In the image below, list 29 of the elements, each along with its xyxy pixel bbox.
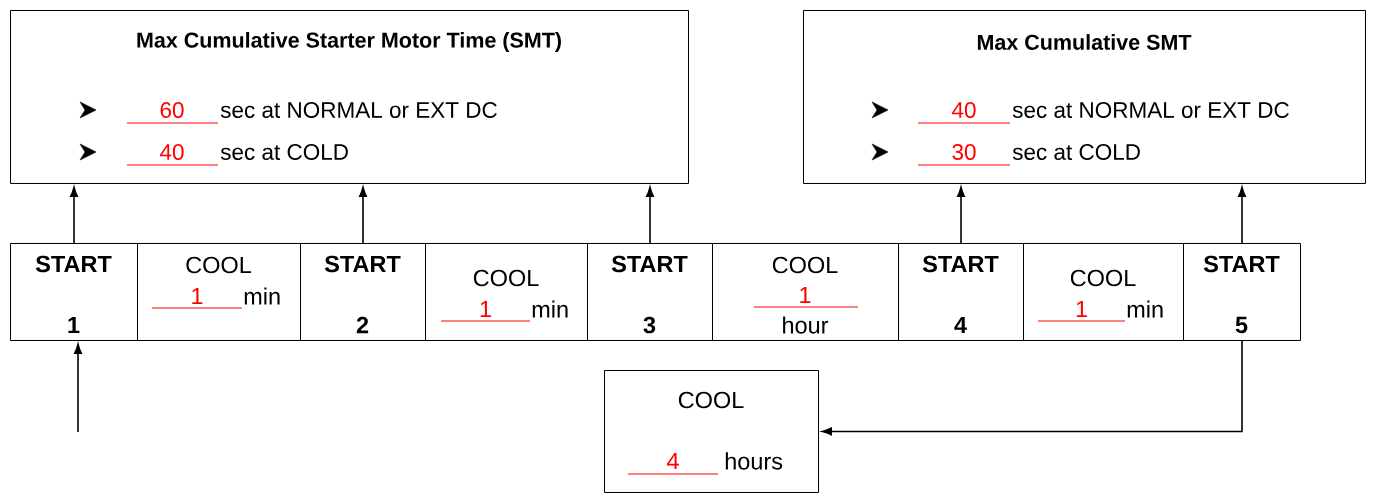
- cooldown-cell: COOL 1 min: [425, 243, 588, 341]
- start-cell: START 3: [587, 243, 713, 341]
- arrow: [821, 340, 1243, 436]
- start-cell: START 1: [10, 243, 138, 341]
- node-label: 30: [952, 144, 976, 160]
- cooldown-box: COOL 4 hours: [604, 370, 819, 493]
- node-label: Max Cumulative Starter Motor Time (SMT): [137, 31, 561, 53]
- node-label: sec at NORMAL or EXT DC: [1012, 102, 1289, 118]
- node-label: 60: [160, 102, 184, 118]
- arrow: [359, 186, 367, 244]
- arrow: [646, 186, 654, 244]
- start-cell: START 4: [898, 243, 1024, 341]
- node-label: 40: [160, 144, 184, 160]
- node-label: Max Cumulative SMT: [977, 34, 1192, 50]
- arrow: [70, 186, 78, 244]
- cooldown-cell: COOL 1 min: [1023, 243, 1184, 341]
- limit-box: Max Cumulative SMT 40 sec at NORMAL or EXT DC 30 sec at COLD: [803, 10, 1366, 184]
- cooldown-cell: COOL 1 hour: [712, 243, 899, 341]
- limit-box: Max Cumulative Starter Motor Time (SMT) 60 sec at NORMAL or EXT DC 40 sec at COLD: [10, 10, 689, 184]
- node-label: 40: [952, 102, 976, 118]
- start-cell: START 5: [1183, 243, 1301, 341]
- node-label: sec at COLD: [1012, 144, 1140, 160]
- node-label: sec at COLD: [220, 144, 348, 160]
- start-cell: START 2: [300, 243, 426, 341]
- cooldown-cell: COOL 1 min: [137, 243, 301, 341]
- arrow: [957, 186, 965, 244]
- arrow: [1238, 186, 1246, 244]
- arrow: [74, 343, 82, 433]
- node-label: sec at NORMAL or EXT DC: [220, 102, 497, 118]
